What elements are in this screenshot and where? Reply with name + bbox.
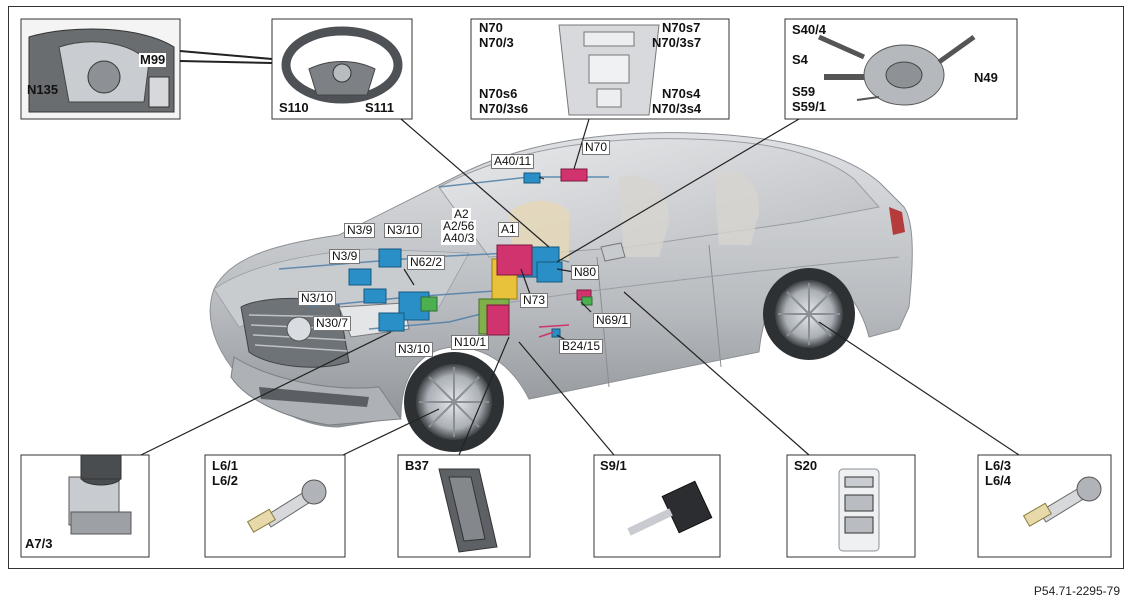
label-n70-3s6: N70/3s6 <box>479 101 529 116</box>
label-l6-4: L6/4 <box>985 473 1012 488</box>
label-n135: N135 <box>27 82 59 97</box>
label-a2: A2 <box>452 207 471 221</box>
label-n70s4: N70s4 <box>662 86 701 101</box>
label-s110: S110 <box>279 100 309 115</box>
box-a7-3 <box>20 454 150 558</box>
label-n70-3: N70/3 <box>479 35 514 50</box>
label-a7-3: A7/3 <box>25 536 53 551</box>
label-s20: S20 <box>794 458 818 473</box>
label-s40-4: S40/4 <box>792 22 826 37</box>
diagram-frame: N135 M99 S110 S111 N70 N70/3 N70s7 N70/3… <box>8 6 1124 569</box>
label-n73: N73 <box>520 293 549 308</box>
box-column-switch <box>784 18 1018 120</box>
components <box>348 168 593 338</box>
label-n49: N49 <box>974 70 998 85</box>
label-n10-1: N10/1 <box>451 335 490 350</box>
label-l6-1: L6/1 <box>212 458 239 473</box>
label-n3-9-left: N3/9 <box>329 249 361 264</box>
box-b37 <box>397 454 531 558</box>
label-s59: S59 <box>792 84 816 99</box>
box-s20 <box>786 454 916 558</box>
box-s9-1 <box>593 454 721 558</box>
label-s9-1: S9/1 <box>600 458 627 473</box>
label-n62-2: N62/2 <box>407 255 446 270</box>
label-m99: M99 <box>139 52 167 67</box>
label-n70-car: N70 <box>582 140 611 155</box>
label-n70: N70 <box>479 20 503 35</box>
box-l6-1 <box>204 454 346 558</box>
label-s4: S4 <box>792 52 808 67</box>
label-a40-11: A40/11 <box>491 154 535 169</box>
box-overhead-control <box>470 18 730 120</box>
label-s111: S111 <box>365 100 394 115</box>
label-n3-10-top: N3/10 <box>384 223 423 238</box>
label-n80: N80 <box>571 265 600 280</box>
label-n3-9-top: N3/9 <box>344 223 376 238</box>
label-n3-10-bottom: N3/10 <box>395 342 434 357</box>
label-n30-7: N30/7 <box>313 316 352 331</box>
label-n69-1: N69/1 <box>593 313 632 328</box>
car-illustration <box>209 132 913 452</box>
label-n70-3s7: N70/3s7 <box>652 35 702 50</box>
label-a2-56: A2/56 <box>441 219 477 233</box>
label-b37: B37 <box>405 458 429 473</box>
label-b24-15: B24/15 <box>559 339 604 354</box>
label-n70s7: N70s7 <box>662 20 701 35</box>
label-n70-3s4: N70/3s4 <box>652 101 702 116</box>
label-n70s6: N70s6 <box>479 86 518 101</box>
leader-lines <box>140 118 1020 456</box>
vehicle-diagram <box>20 18 1112 558</box>
label-l6-2: L6/2 <box>212 473 239 488</box>
box-steering-wheel <box>271 18 413 120</box>
label-s59-1: S59/1 <box>792 99 826 114</box>
label-a1: A1 <box>498 222 519 237</box>
label-n3-10-left: N3/10 <box>298 291 337 306</box>
label-a40-3: A40/3 <box>441 231 477 245</box>
box-l6-3 <box>977 454 1112 558</box>
label-l6-3: L6/3 <box>985 458 1012 473</box>
figure-reference: P54.71-2295-79 <box>1033 584 1120 598</box>
box-steering-detail <box>20 18 181 120</box>
